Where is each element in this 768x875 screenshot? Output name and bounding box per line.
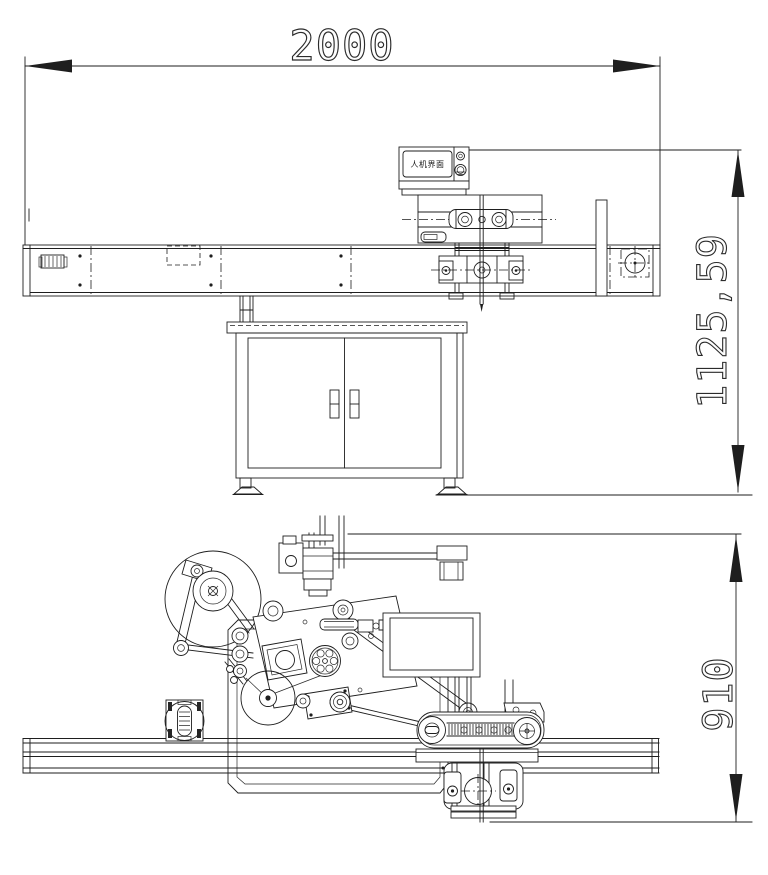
label-reel [164, 550, 262, 648]
cabinet-body [235, 332, 464, 479]
motor-body [278, 542, 304, 574]
cabinet-doors [247, 337, 442, 469]
labeler-plate [230, 595, 478, 728]
label-reel-assembly [164, 550, 262, 685]
dimension-2000-label: 2000 [289, 21, 394, 70]
dimension-arrow-up [731, 151, 745, 197]
label-drive-motor-assembly [278, 515, 468, 597]
dispenser-bar [319, 618, 380, 633]
rewind-reel [240, 670, 296, 726]
applicator-mount-plate [415, 748, 539, 763]
dimension-1125-59-label: 1125,59 [690, 233, 736, 409]
side-guide-plate [595, 199, 608, 297]
belt-applicator [415, 702, 545, 763]
hmi-base [398, 180, 470, 190]
plan-view: 910 [22, 515, 753, 823]
dancer-pivot-roller [173, 640, 189, 656]
beam-access-hatch [166, 245, 201, 266]
dimension-910: 910 [347, 533, 753, 823]
sensor-mount-crosshair [618, 246, 652, 280]
cabinet-feet [232, 477, 468, 495]
dimension-arrow-up [729, 536, 743, 582]
conveyor-rails [22, 738, 660, 774]
head-handle [420, 231, 447, 243]
dimension-arrow-down [731, 445, 745, 491]
guide-rollers [230, 599, 478, 722]
support-cabinet [226, 295, 468, 495]
side-elevation-view: 2000 1125,59 人机界面 [22, 20, 753, 496]
feed-sprocket [295, 686, 353, 720]
hmi-panel-plan [378, 612, 481, 713]
hmi-emergency-stop-button [454, 163, 467, 177]
hmi-panel: 人机界面 [398, 146, 470, 196]
hmi-label: 人机界面 [411, 159, 445, 169]
guide-roller-station [164, 699, 205, 742]
dimension-arrow-right [613, 59, 660, 73]
dimension-910-label: 910 [696, 656, 742, 731]
peel-unit [261, 638, 308, 681]
bottle-clamp-assembly [441, 748, 524, 823]
drive-wheel [309, 645, 341, 677]
conveyor-beam [22, 199, 661, 297]
beam-motor [38, 254, 68, 269]
cabinet-top-plate [226, 321, 468, 334]
dimension-arrow-down [729, 774, 743, 820]
labeling-head [402, 194, 556, 244]
dimension-1125-59: 1125,59 [435, 149, 753, 496]
dimension-arrow-left [25, 59, 72, 73]
hmi-button-small [456, 151, 465, 161]
dimension-2000: 2000 [24, 20, 661, 246]
hmi-screen [402, 150, 453, 178]
hmi-screen-plan [389, 617, 474, 671]
